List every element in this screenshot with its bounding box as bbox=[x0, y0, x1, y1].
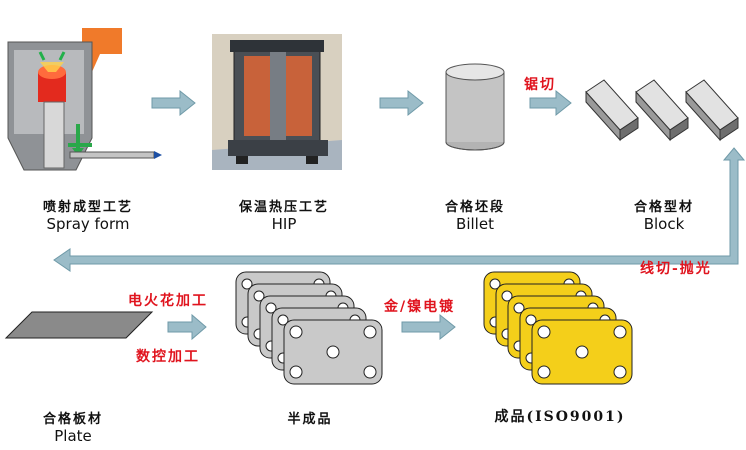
step-semi-finished: 半成品 bbox=[240, 408, 380, 427]
plate-sheet bbox=[4, 311, 154, 339]
step-billet-en: Billet bbox=[456, 215, 494, 233]
billet-cylinder bbox=[445, 63, 505, 151]
step-spray-form-en: Spray form bbox=[46, 215, 130, 233]
hip-press-illustration bbox=[212, 34, 342, 170]
step-block-en: Block bbox=[643, 215, 685, 233]
step-semi-finished-zh: 半成品 bbox=[287, 412, 333, 427]
step-hip-zh: 保温热压工艺 bbox=[238, 200, 329, 215]
step-spray-form-zh: 喷射成型工艺 bbox=[42, 200, 133, 215]
step-block-zh: 合格型材 bbox=[633, 200, 694, 215]
process-cnc-label: 数控加工 bbox=[136, 349, 200, 365]
finished-plates bbox=[483, 271, 633, 385]
arrow-semi-to-final bbox=[401, 313, 456, 341]
semi-finished-plates bbox=[235, 271, 383, 385]
step-finished: 成品(ISO9001) bbox=[470, 406, 650, 426]
arrow-hip-to-billet bbox=[379, 89, 424, 117]
spray-form-illustration bbox=[4, 28, 180, 177]
arrow-billet-to-block bbox=[529, 89, 572, 117]
step-plate-en: Plate bbox=[54, 427, 92, 445]
step-plate: 合格板材 Plate bbox=[0, 408, 146, 445]
step-plate-zh: 合格板材 bbox=[42, 412, 103, 427]
step-hip-en: HIP bbox=[271, 215, 297, 233]
step-billet: 合格坯段 Billet bbox=[408, 196, 542, 233]
step-block: 合格型材 Block bbox=[596, 196, 732, 233]
step-finished-zh: 成品(ISO9001) bbox=[494, 409, 626, 425]
step-billet-zh: 合格坯段 bbox=[444, 200, 505, 215]
process-edm-label: 电火花加工 bbox=[128, 293, 208, 309]
flow-arrows bbox=[53, 89, 746, 341]
step-spray-form: 喷射成型工艺 Spray form bbox=[0, 196, 176, 233]
block-bars bbox=[585, 79, 739, 142]
process-saw-label: 锯切 bbox=[524, 77, 556, 93]
arrow-spray-to-hip bbox=[151, 89, 196, 117]
process-wirecut-label: 线切-抛光 bbox=[640, 261, 712, 277]
step-hip: 保温热压工艺 HIP bbox=[196, 196, 372, 233]
arrow-block-return bbox=[53, 147, 746, 272]
process-plating-label: 金/镍电镀 bbox=[384, 299, 456, 315]
arrow-plate-to-semi bbox=[167, 313, 207, 341]
